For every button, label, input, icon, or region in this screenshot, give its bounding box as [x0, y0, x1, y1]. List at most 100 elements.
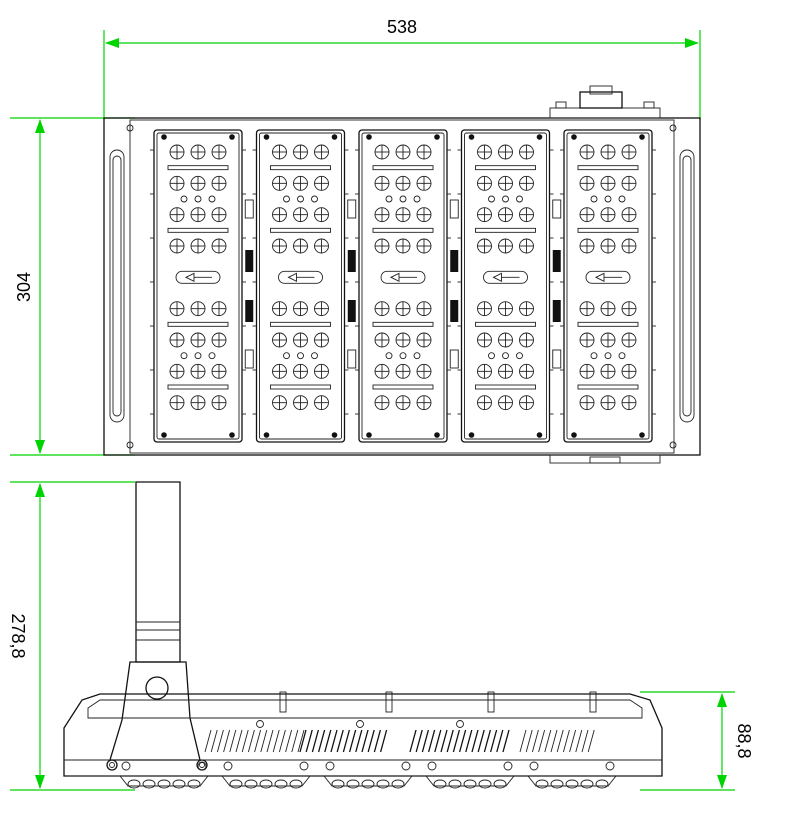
module-hole [590, 352, 598, 360]
cable-gland-icon [579, 91, 623, 109]
module-hole [488, 352, 495, 360]
vent-slot [297, 729, 305, 753]
module-divider [475, 384, 536, 390]
vent-slot [452, 729, 461, 753]
direction-label [585, 270, 631, 284]
corner-screw [669, 441, 677, 449]
module-screw-icon [229, 134, 235, 140]
right-heatsink-rail [679, 149, 695, 423]
left-heatsink-rail [109, 149, 125, 423]
lens-bump [289, 779, 303, 789]
led-module [457, 129, 554, 443]
vent-slot [260, 729, 268, 753]
module-base [527, 775, 617, 787]
module-base [119, 775, 209, 787]
lens-bump [346, 779, 360, 789]
module-screw-icon [161, 432, 167, 438]
driver-box-bottom [549, 454, 661, 464]
vent-slot [421, 729, 430, 753]
arrow-left-icon [184, 272, 195, 283]
housing-outline [103, 117, 701, 456]
base-screw-icon [605, 761, 615, 771]
lens-bump [550, 779, 564, 789]
module-hole [311, 195, 318, 203]
lens-bumps [119, 761, 617, 789]
base-screw-icon [121, 761, 131, 771]
module-inner-frame [259, 132, 342, 440]
right-heatsink-rail-inner [682, 155, 692, 417]
vent-slot [311, 729, 320, 753]
module-divider [167, 384, 229, 390]
vent-slot [291, 729, 299, 753]
dimension-depth: 88,8 [640, 691, 754, 791]
bracket-bolt-core [109, 762, 115, 768]
side-housing [63, 693, 663, 777]
vent-slot [525, 729, 533, 753]
module-base [323, 775, 413, 787]
module-divider [475, 227, 536, 233]
connector-block [347, 300, 356, 322]
base-screw-icon [401, 761, 411, 771]
dimension-side-height: 278,8 [8, 481, 135, 791]
lens-bump [433, 779, 447, 789]
width-label: 538 [387, 17, 417, 37]
module-inner-frame [566, 132, 650, 440]
connector-clip [347, 349, 357, 369]
vent-slot [471, 729, 479, 753]
side-housing-top-lip [87, 699, 643, 719]
height-label: 304 [14, 272, 34, 302]
vent-slot [254, 729, 262, 753]
top-rib [279, 691, 287, 713]
module-screw-icon [639, 432, 645, 438]
module-inner-frame [464, 132, 547, 440]
module-frame [358, 129, 448, 443]
dimension-height: 304 [10, 117, 135, 456]
left-heatsink-rail-inner [112, 155, 122, 417]
module-hole [502, 352, 509, 360]
vent-slot [373, 729, 382, 753]
lens-bump [580, 779, 594, 789]
vent-slot [483, 729, 492, 753]
driver-box-top [549, 107, 661, 119]
side-screw-icon [456, 720, 464, 728]
direction-label [380, 270, 426, 284]
module-divider [475, 165, 536, 171]
base-screw-icon [299, 761, 309, 771]
module-hole [283, 195, 290, 203]
lens-bump [565, 779, 579, 789]
module-connectors [244, 199, 562, 369]
dimension-width: 538 [103, 17, 701, 120]
vent-slot [415, 729, 423, 753]
lens-bump [463, 779, 477, 789]
vent-slot [223, 729, 231, 753]
connector-clip [244, 199, 254, 219]
module-screw-icon [366, 432, 372, 438]
module-hole [413, 352, 421, 360]
top-ribs [256, 691, 597, 728]
lens-bump [478, 779, 492, 789]
vent-slot [569, 729, 577, 753]
connector-block [347, 250, 356, 272]
vent-slot [355, 729, 363, 753]
vent-slot [278, 729, 286, 753]
connector-clip [449, 199, 459, 219]
module-screw-icon [468, 134, 475, 140]
module-divider [372, 384, 434, 390]
module-base [425, 775, 515, 787]
lens-bump [448, 779, 462, 789]
vent-slot [440, 729, 448, 753]
top-rib [385, 691, 393, 713]
top-rib [487, 691, 495, 713]
module-hole [180, 195, 188, 203]
module-screw-icon [263, 432, 270, 438]
module-inner-frame [156, 132, 240, 440]
vent-slot [550, 729, 558, 753]
vent-slot [204, 729, 212, 753]
module-divider [372, 227, 434, 233]
direction-label [278, 270, 323, 284]
lens-bump [229, 779, 243, 789]
module-hole [399, 352, 407, 360]
bracket-bolt-icon [106, 759, 118, 771]
module-divider [270, 321, 331, 327]
led-module [560, 129, 656, 443]
